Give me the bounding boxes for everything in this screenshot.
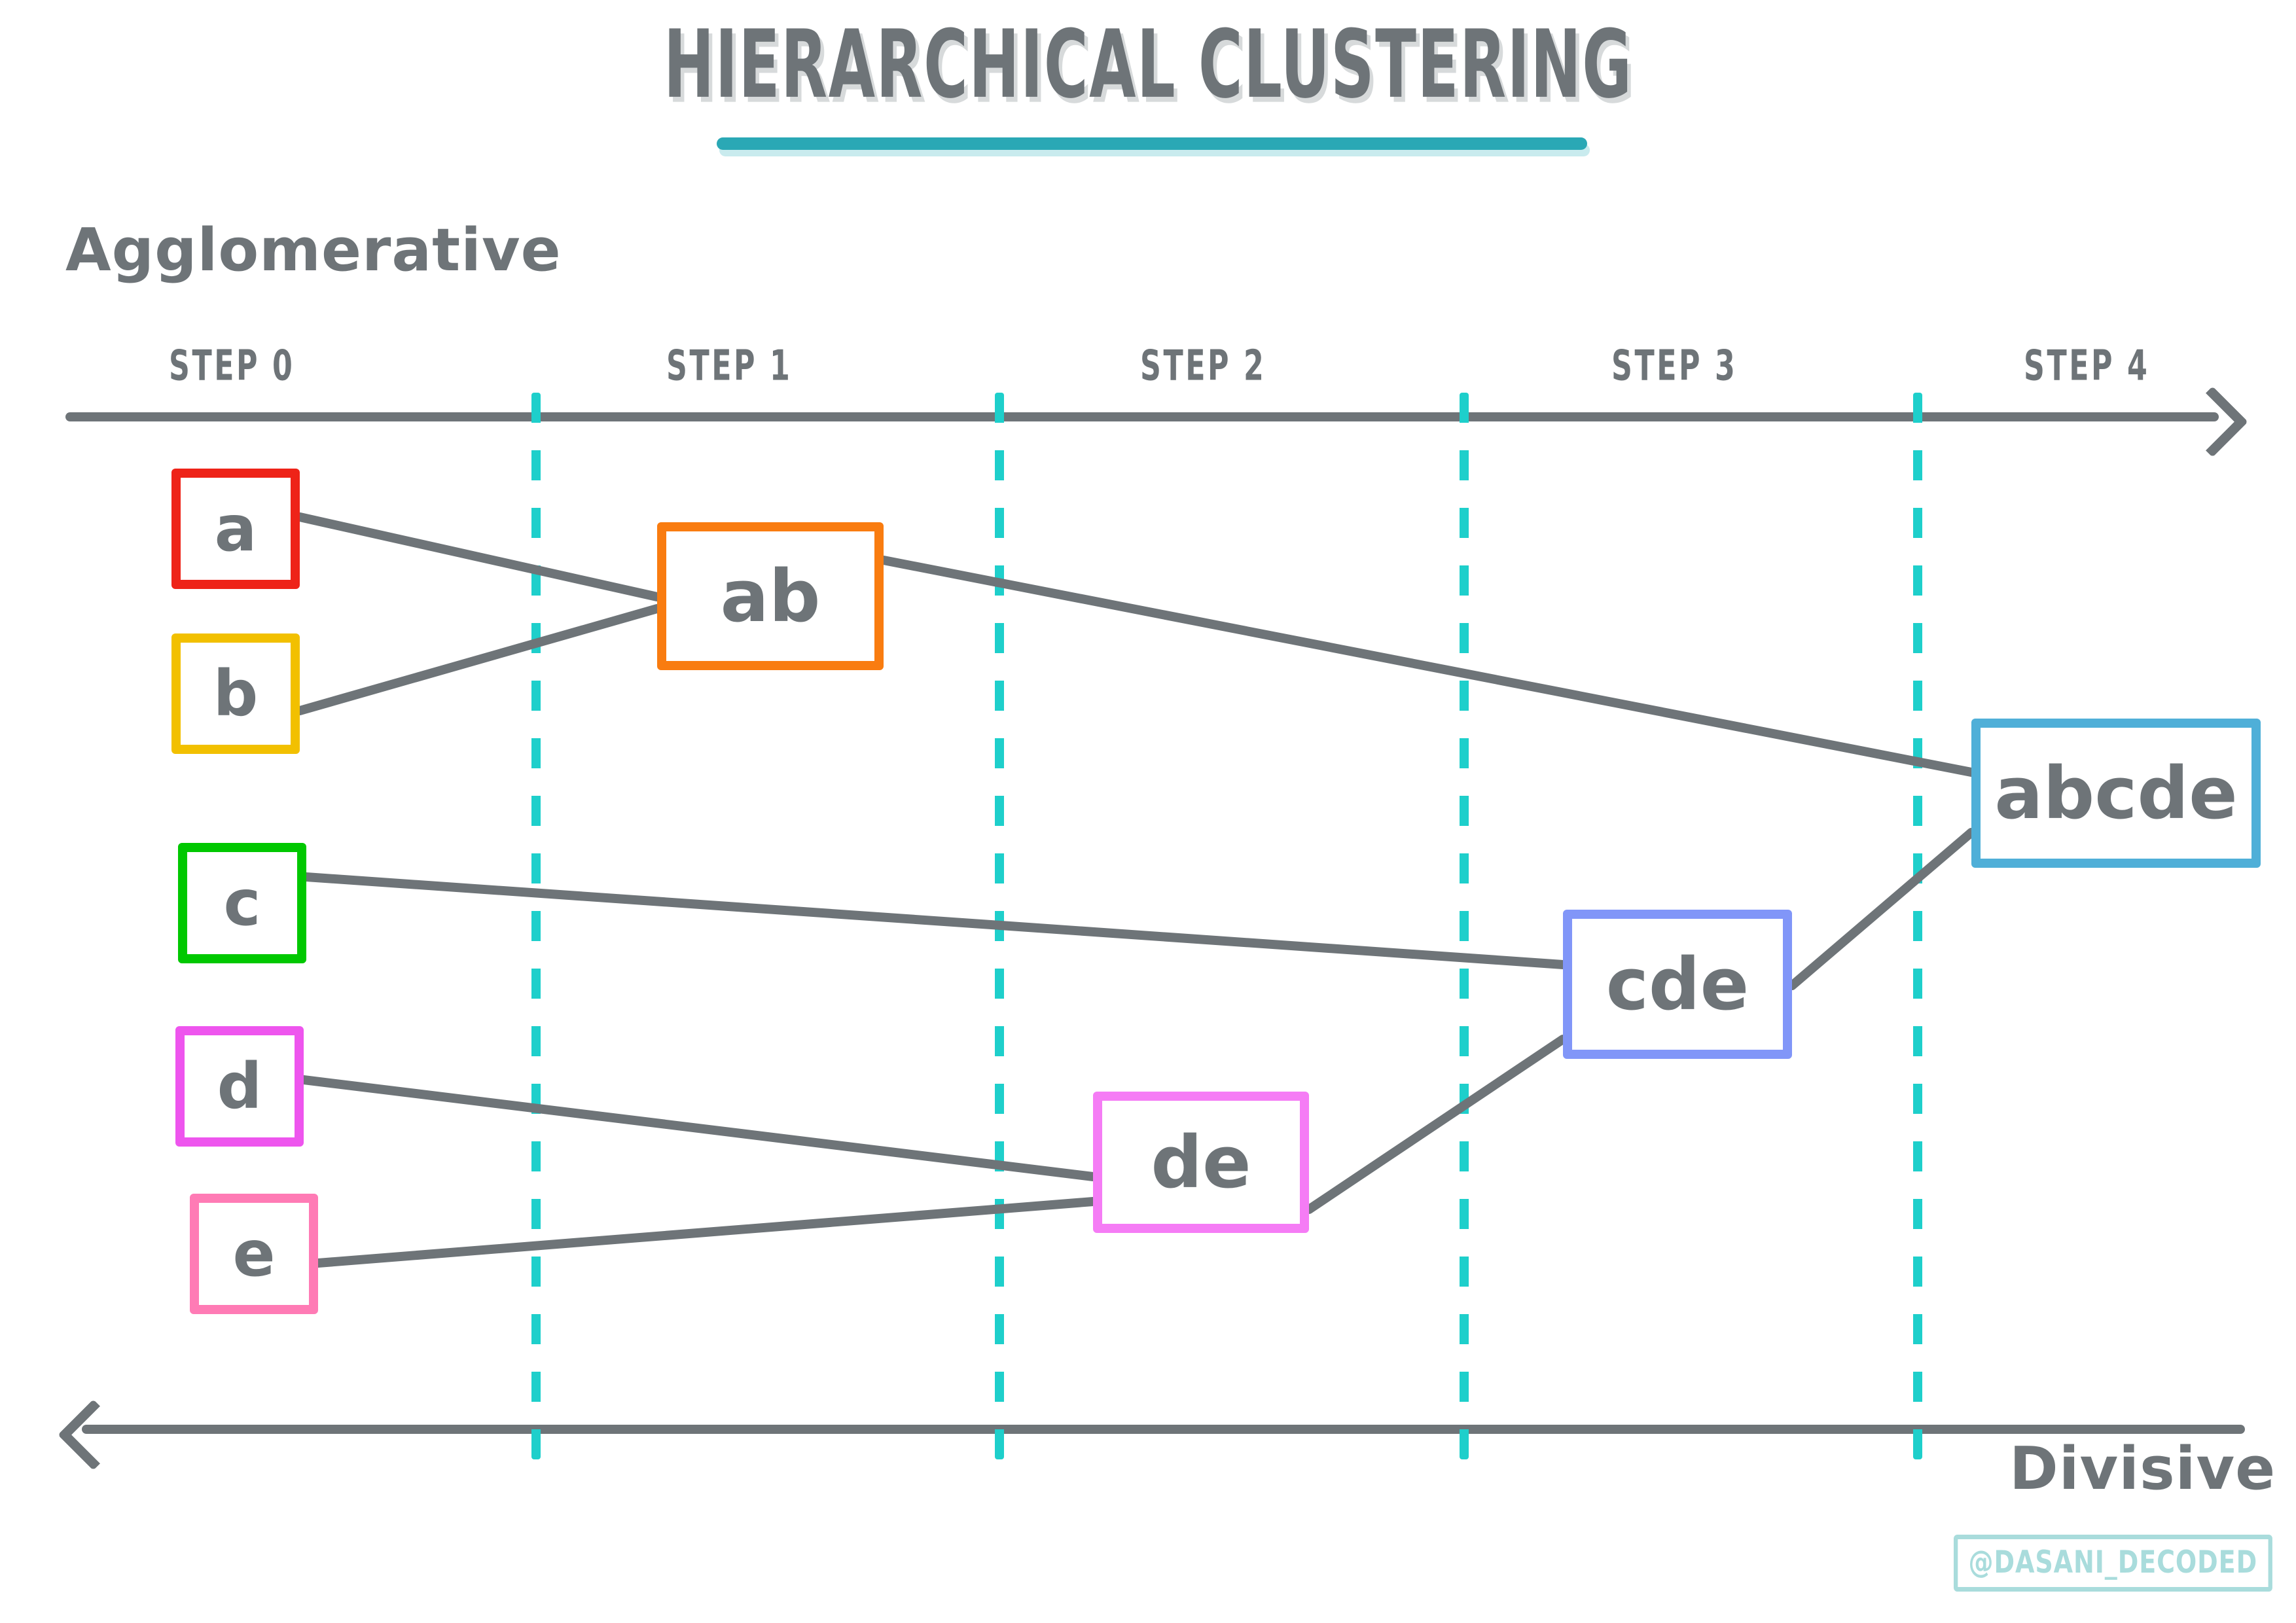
cluster-node-label: e	[232, 1217, 276, 1291]
link-c-to-cde	[302, 872, 1568, 969]
cluster-node-label: c	[223, 866, 261, 940]
step-label-1: STEP 1	[666, 342, 793, 391]
right-arrow-icon	[2177, 386, 2248, 457]
step-label-0: STEP 0	[169, 342, 295, 391]
step-separator-1	[995, 393, 1004, 1459]
step-label-2: STEP 2	[1140, 342, 1266, 391]
page-title: HIERARCHICAL CLUSTERING	[663, 10, 1633, 120]
title-container: HIERARCHICAL CLUSTERING	[0, 18, 2296, 111]
cluster-node-e[interactable]: e	[190, 1194, 318, 1314]
cluster-node-label: abcde	[1994, 751, 2238, 835]
cluster-node-label: ab	[720, 554, 821, 638]
step-separator-2	[1460, 393, 1469, 1459]
step-label-4: STEP 4	[2024, 342, 2150, 391]
step-label-3: STEP 3	[1611, 342, 1738, 391]
cluster-node-de[interactable]: de	[1093, 1092, 1309, 1233]
cluster-node-label: b	[213, 657, 259, 730]
step-separator-0	[531, 393, 541, 1459]
title-underline	[717, 137, 1587, 150]
link-de-to-cde	[1304, 1035, 1568, 1214]
cluster-node-ab[interactable]: ab	[657, 522, 884, 670]
cluster-node-b[interactable]: b	[171, 633, 300, 754]
divisive-label: Divisive	[2009, 1435, 2276, 1503]
agglomerative-label: Agglomerative	[65, 216, 562, 285]
cluster-node-label: a	[214, 492, 257, 565]
cluster-node-label: cde	[1605, 942, 1749, 1026]
left-arrow-icon	[58, 1399, 129, 1471]
bottom-axis-line	[82, 1425, 2245, 1434]
cluster-node-a[interactable]: a	[171, 469, 300, 589]
link-b-to-ab	[295, 604, 662, 715]
watermark: @DASANI_DECODED	[1954, 1535, 2272, 1592]
cluster-node-label: de	[1151, 1120, 1251, 1204]
link-d-to-de	[299, 1075, 1098, 1181]
link-e-to-de	[314, 1197, 1098, 1268]
cluster-node-d[interactable]: d	[175, 1026, 304, 1147]
step-separator-3	[1913, 393, 1922, 1459]
link-a-to-ab	[295, 512, 662, 601]
cluster-node-c[interactable]: c	[178, 843, 306, 963]
top-axis-line	[65, 412, 2219, 421]
cluster-node-abcde[interactable]: abcde	[1971, 719, 2261, 868]
cluster-node-cde[interactable]: cde	[1563, 910, 1792, 1059]
cluster-node-label: d	[217, 1050, 262, 1123]
link-cde-to-abcde	[1787, 828, 1976, 990]
link-ab-to-abcde	[879, 556, 1976, 777]
